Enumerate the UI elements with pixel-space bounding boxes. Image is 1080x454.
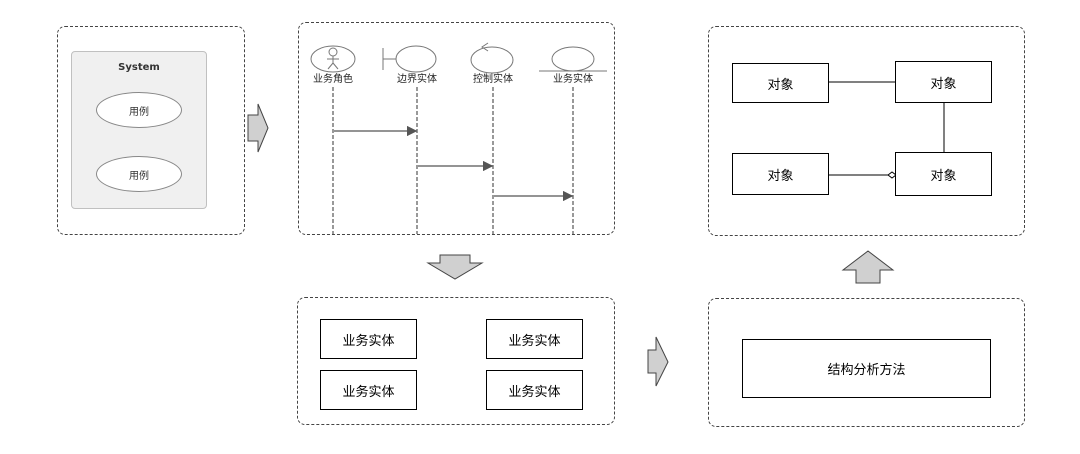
object-box: 对象 [732, 153, 829, 195]
boundary-icon [382, 45, 437, 73]
arrow-right-icon [247, 103, 269, 153]
participant-label: 控制实体 [473, 72, 513, 85]
entity-box: 业务实体 [486, 319, 583, 359]
arrow-down-icon [426, 254, 484, 280]
entity-box: 业务实体 [320, 370, 417, 410]
entity-icon [539, 46, 607, 72]
system-title: System [118, 62, 160, 73]
entity-box: 业务实体 [320, 319, 417, 359]
arrow-right-icon [647, 336, 669, 387]
object-box: 对象 [895, 152, 992, 196]
actor-icon [310, 45, 356, 73]
structure-panel: 结构分析方法 [708, 298, 1025, 427]
entity-panel: 业务实体 业务实体 业务实体 业务实体 [297, 297, 615, 425]
use-case-1: 用例 [96, 92, 182, 128]
object-panel: 对象 对象 对象 对象 [708, 26, 1025, 236]
use-case-2: 用例 [96, 156, 182, 192]
object-connectors [829, 81, 945, 179]
participant-label: 业务角色 [313, 72, 353, 85]
structure-method-box: 结构分析方法 [742, 339, 991, 398]
participant-label: 边界实体 [397, 72, 437, 85]
control-icon [470, 42, 514, 74]
arrow-up-icon [841, 250, 895, 284]
entity-box: 业务实体 [486, 370, 583, 410]
sequence-diagram: 业务角色 边界实体 控制实体 业务实体 [310, 42, 607, 234]
participant-label: 业务实体 [553, 72, 593, 85]
object-box: 对象 [895, 61, 992, 103]
sequence-panel: 业务角色 边界实体 控制实体 业务实体 [298, 22, 615, 235]
system-boundary: System 用例 用例 [71, 51, 207, 209]
object-box: 对象 [732, 63, 829, 103]
use-case-panel: System 用例 用例 [57, 26, 245, 235]
